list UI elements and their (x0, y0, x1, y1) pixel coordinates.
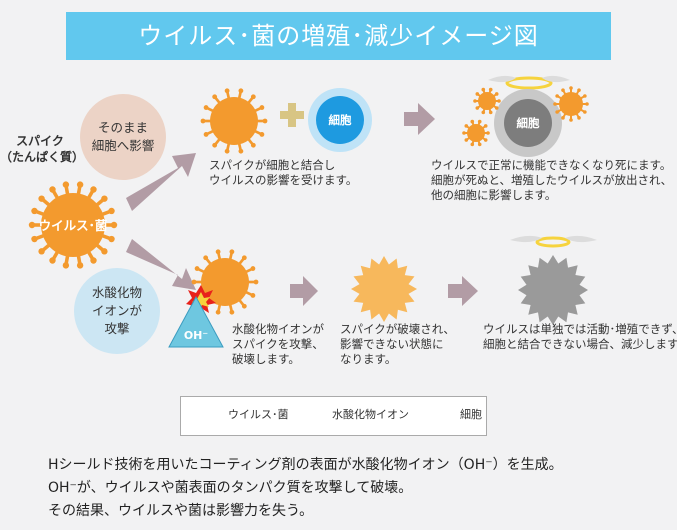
virus-small-3 (462, 119, 490, 147)
virus-broken (351, 256, 417, 322)
spike-label: スパイク （たんぱく質） (0, 134, 85, 164)
virus-small-1 (473, 87, 501, 115)
bottom-caption-3: ウイルスは単独では活動･増殖できず、 細胞と結合できない場合、減少します。 (483, 322, 677, 351)
dead-cell-label: 細胞 (516, 116, 540, 130)
arrow-up-diagonal (126, 153, 196, 211)
dead-cell (504, 99, 552, 147)
virus-small-2 (553, 86, 589, 122)
description-line-3: その結果、ウイルスや菌は影響力を失う。 (48, 503, 314, 519)
arrow-bottom-2 (448, 276, 478, 306)
arrow-down-diagonal (126, 239, 196, 290)
top-bubble (80, 94, 166, 180)
virus-dead (518, 255, 588, 325)
page-title: ウイルス･菌の増殖･減少イメージ図 (66, 12, 611, 60)
virus-diagram (28, 75, 597, 354)
bottom-bubble (74, 268, 160, 354)
top-caption-2: ウイルスで正常に機能できなくなり死にます。 細胞が死ぬと、増殖したウイルスが放出… (431, 158, 673, 202)
arrow-top-right (404, 103, 435, 135)
description-line-1: Hシールド技術を用いたコーティング剤の表面が水酸化物イオン（OH⁻）を生成。 (48, 457, 563, 473)
arrow-bottom-1 (290, 276, 318, 306)
virus-center-label: ウイルス･菌 (38, 218, 108, 233)
bottom-caption-1: 水酸化物イオンが スパイクを攻撃、 破壊します。 (232, 322, 324, 366)
bottom-bubble-label: 水酸化物 イオンが 攻撃 (91, 285, 142, 336)
legend-cell-label: 細胞 (460, 408, 482, 421)
cell-label: 細胞 (328, 113, 352, 127)
legend-hydroxide-label: 水酸化物イオン (332, 408, 409, 421)
wings-top (488, 75, 570, 83)
halo-bottom (535, 236, 571, 248)
virus-top-1 (200, 88, 268, 154)
burst-inner (192, 292, 210, 310)
wings-bottom (510, 235, 597, 243)
bottom-caption-2: スパイクが破壊され、 影響できない状態に なります。 (340, 322, 455, 366)
halo-top (505, 76, 553, 90)
oh-triangle (168, 295, 224, 348)
plus-icon (280, 103, 304, 127)
top-caption-1: スパイクが細胞と結合し ウイルスの影響を受けます。 (209, 158, 358, 187)
oh-symbol: OH⁻ (183, 329, 209, 342)
legend (180, 396, 487, 436)
legend-oh-small: OH⁻ (308, 414, 322, 421)
description-line-2: OH⁻が、ウイルスや菌表面のタンパク質を攻撃して破壊。 (48, 480, 413, 496)
cell (316, 96, 364, 144)
legend-virus-label: ウイルス･菌 (228, 408, 289, 421)
virus-center (28, 181, 118, 269)
top-bubble-label: そのまま 細胞へ影響 (91, 120, 155, 153)
